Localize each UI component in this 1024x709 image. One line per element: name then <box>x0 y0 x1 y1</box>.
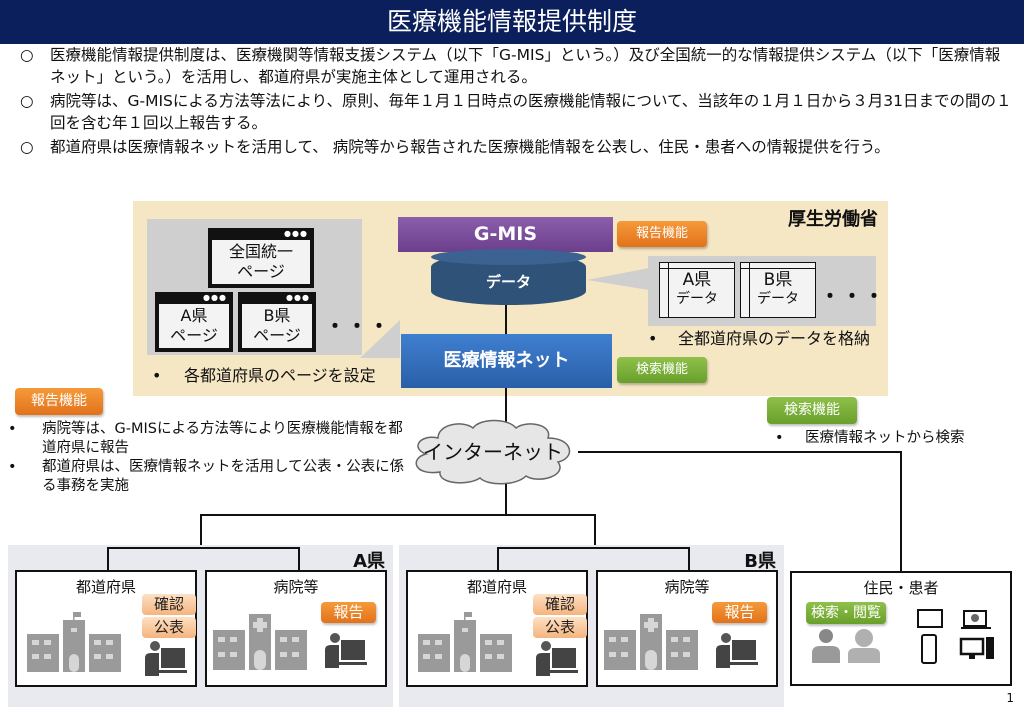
report-function-tag: 報告機能 <box>617 221 707 247</box>
window-dots-icon: ●●● <box>286 293 310 302</box>
data-ellipsis: ・・・ <box>820 284 886 308</box>
note-item: •都道府県は、医療情報ネットを活用して公表・公表に係る事務を実施 <box>8 459 405 494</box>
circle-bullet-icon: ○ <box>20 46 34 64</box>
circle-bullet-icon: ○ <box>20 138 34 156</box>
tablet-smartphone-icon <box>917 609 943 664</box>
person-at-computer-icon <box>145 641 187 676</box>
hospital-box-a: 病院等 報告 <box>205 570 387 687</box>
bullet-item: ○ 医療機能情報提供制度は、医療機関等情報支援システム（以下「G-MIS」という… <box>14 44 1014 88</box>
confirm-tag: 確認 <box>142 594 196 615</box>
connector-line <box>200 514 595 516</box>
connector-line <box>107 547 300 549</box>
pref-label: B県 <box>744 551 776 572</box>
intro-bullets: ○ 医療機能情報提供制度は、医療機関等情報支援システム（以下「G-MIS」という… <box>14 44 1014 160</box>
connector-line <box>200 514 202 546</box>
search-browse-tag: 検索・閲覧 <box>806 602 886 624</box>
gmis-box: G-MIS <box>398 217 613 252</box>
mhlw-label: 厚生労働省 <box>788 209 878 230</box>
hospital-box-b: 病院等 報告 <box>596 570 778 687</box>
data-note: •全都道府県のデータを格納 <box>648 329 871 348</box>
connector-line <box>900 451 902 573</box>
window-dots-icon: ●●● <box>284 229 308 238</box>
hospital-building-icon <box>604 614 698 670</box>
search-function-tag-right: 検索機能 <box>767 397 857 424</box>
confirm-tag: 確認 <box>533 594 587 615</box>
hospital-building-icon <box>213 614 307 670</box>
connector-line <box>107 547 109 571</box>
bullet-item: ○ 病院等は、G-MISによる方法等法により、原則、毎年１月１日時点の医療機能情… <box>14 90 1014 134</box>
report-function-tag-left: 報告機能 <box>15 388 103 415</box>
government-building-icon <box>418 612 512 672</box>
connector-line <box>688 547 690 571</box>
internet-label: インターネット <box>423 440 563 464</box>
publish-tag: 公表 <box>142 617 196 638</box>
b-pref-data-sheet: B県 データ <box>740 262 816 318</box>
data-callout-tail <box>587 268 649 290</box>
search-notes: •医療情報ネットから検索 <box>775 430 965 446</box>
connector-line <box>505 305 507 335</box>
connector-line <box>505 388 507 426</box>
iryonet-box: 医療情報ネット <box>401 334 612 388</box>
connector-line <box>298 547 300 571</box>
page-title: 医療機能情報提供制度 <box>0 0 1024 44</box>
pages-note: •各都道府県のページを設定 <box>152 366 376 385</box>
national-page-window: ●●● 全国統一 ページ <box>208 228 314 288</box>
circle-bullet-icon: ○ <box>20 92 34 110</box>
residents-box: 住民・患者 検索・閲覧 <box>790 571 1012 686</box>
government-building-icon <box>27 612 121 672</box>
pages-ellipsis: ・・・ <box>325 314 391 338</box>
a-pref-page-window: ●●● A県 ページ <box>155 292 233 352</box>
pref-gov-box-b: 都道府県 確認 公表 <box>406 570 588 687</box>
report-tag: 報告 <box>321 602 376 623</box>
b-pref-page-window: ●●● B県 ページ <box>238 292 316 352</box>
connector-line <box>594 514 596 546</box>
note-item: •病院等は、G-MISによる方法等により医療機能情報を都道府県に報告 <box>8 421 403 456</box>
database-cylinder-top <box>431 249 586 265</box>
window-dots-icon: ●●● <box>203 293 227 302</box>
laptop-desktop-icon <box>959 610 994 659</box>
people-icon <box>812 629 880 663</box>
report-tag: 報告 <box>712 602 767 623</box>
publish-tag: 公表 <box>533 617 587 638</box>
person-at-computer-icon <box>325 633 367 668</box>
pref-label: A県 <box>353 551 385 572</box>
connector-line <box>578 451 902 453</box>
pref-gov-box-a: 都道府県 確認 公表 <box>15 570 197 687</box>
bullet-item: ○ 都道府県は医療情報ネットを活用して、 病院等から報告された医療機能情報を公表… <box>14 136 1014 158</box>
pages-callout-tail <box>360 300 400 358</box>
person-at-computer-icon <box>716 633 758 668</box>
page-number: 1 <box>1006 691 1014 705</box>
person-at-computer-icon <box>536 641 578 676</box>
search-function-tag: 検索機能 <box>617 357 707 383</box>
connector-line <box>497 547 499 571</box>
a-pref-data-sheet: A県 データ <box>659 262 735 318</box>
connector-line <box>505 484 507 516</box>
connector-line <box>497 547 690 549</box>
report-notes: •病院等は、G-MISによる方法等により医療機能情報を都道府県に報告 •都道府県… <box>8 420 408 496</box>
internet-cloud-icon <box>415 419 571 485</box>
